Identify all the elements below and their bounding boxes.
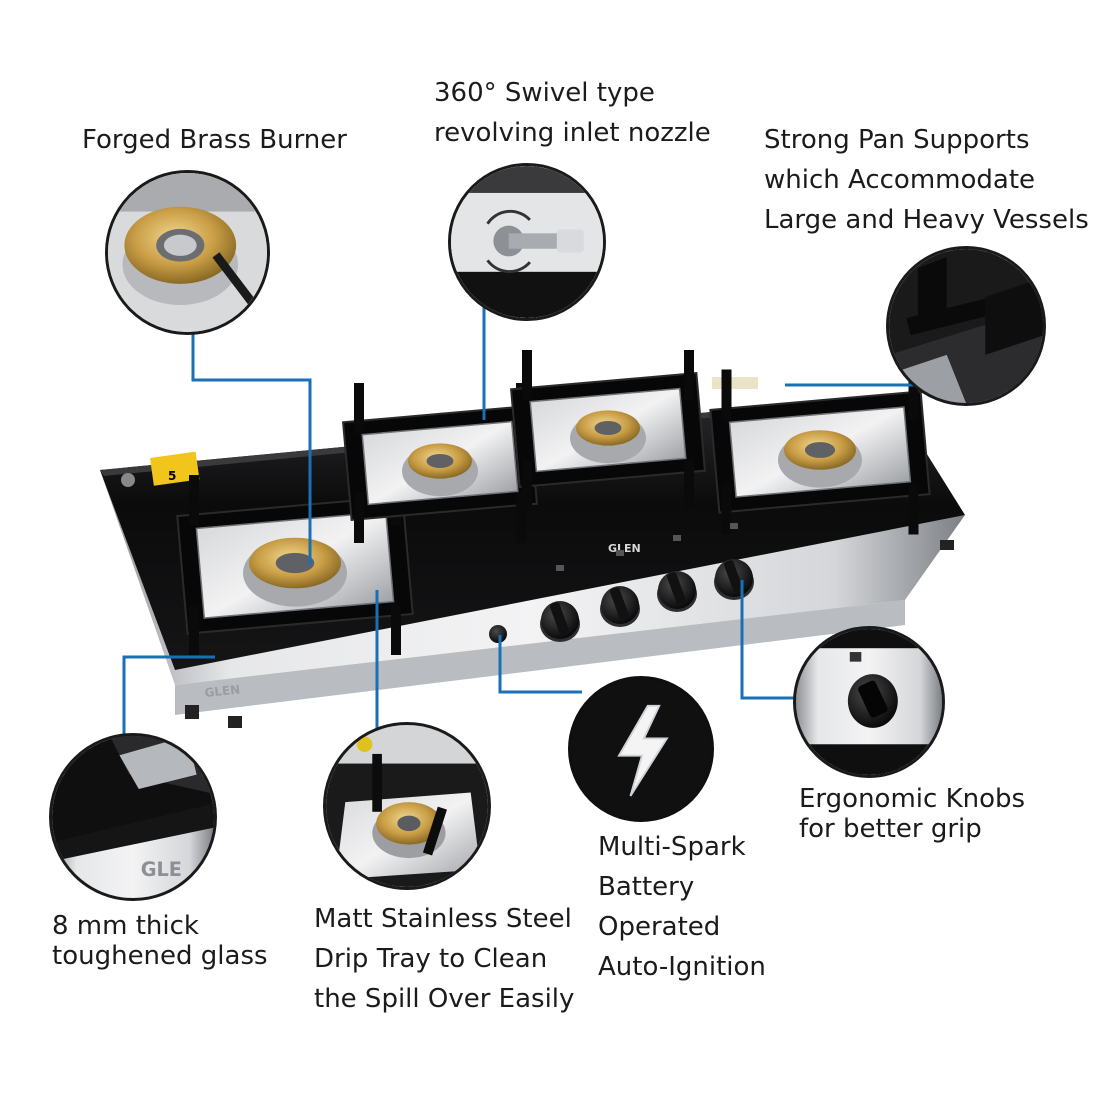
pan-support-prong: [516, 493, 526, 543]
label-auto-ignition: Multi-Spark Battery Operated Auto-Igniti…: [598, 832, 766, 982]
label-drip-tray: Matt Stainless Steel Drip Tray to Clean …: [314, 904, 575, 1014]
label-brass-burner: Forged Brass Burner: [82, 125, 347, 155]
pan-support-prong: [908, 484, 919, 535]
burner-4: [709, 369, 931, 535]
control-knob-3[interactable]: [657, 535, 697, 612]
pan-support-prong: [189, 475, 199, 525]
burner-1: [176, 475, 414, 655]
pan-support-prong: [721, 369, 732, 420]
pan-support-prong: [721, 484, 732, 535]
bubble-drip-tray: [323, 722, 491, 890]
bubble-toughened-glass: GLE: [49, 733, 217, 901]
control-knob-1[interactable]: [540, 565, 580, 642]
lightning-icon: [571, 679, 711, 819]
callout-lines: [122, 290, 915, 760]
ignition-button[interactable]: [489, 625, 507, 643]
pan-support-prong: [522, 350, 532, 400]
label-pan-supports: Strong Pan Supports which Accommodate La…: [764, 125, 1089, 235]
pan-support-prong: [908, 369, 919, 420]
pan-support-prong: [189, 605, 199, 655]
label-toughened-glass: 8 mm thick toughened glass: [52, 911, 268, 971]
bubble-auto-ignition: [568, 676, 714, 822]
burner-3: [509, 350, 707, 510]
pan-support-prong: [522, 460, 532, 510]
burner-group: [176, 350, 931, 655]
pan-support-prong: [391, 605, 401, 655]
glass-brand: GLEN: [608, 542, 641, 555]
bubble-brass-burner: [105, 170, 270, 335]
svg-text:GLE: GLE: [141, 858, 182, 881]
bubble-pan-support: [886, 246, 1046, 406]
label-swivel-nozzle: 360° Swivel type revolving inlet nozzle: [434, 78, 711, 148]
knob-group[interactable]: [540, 523, 754, 642]
pan-support-prong: [354, 383, 364, 433]
energy-rating: 5: [168, 469, 176, 483]
control-knob-2[interactable]: [600, 550, 640, 627]
pan-support-prong: [354, 493, 364, 543]
label-ergonomic-knobs: Ergonomic Knobs for better grip: [799, 784, 1026, 844]
pan-support-prong: [684, 460, 694, 510]
pan-support-prong: [684, 350, 694, 400]
bubble-ergonomic-knob: [793, 626, 945, 778]
bubble-inlet-nozzle: [448, 163, 606, 321]
body-brand: GLEN: [204, 682, 241, 700]
